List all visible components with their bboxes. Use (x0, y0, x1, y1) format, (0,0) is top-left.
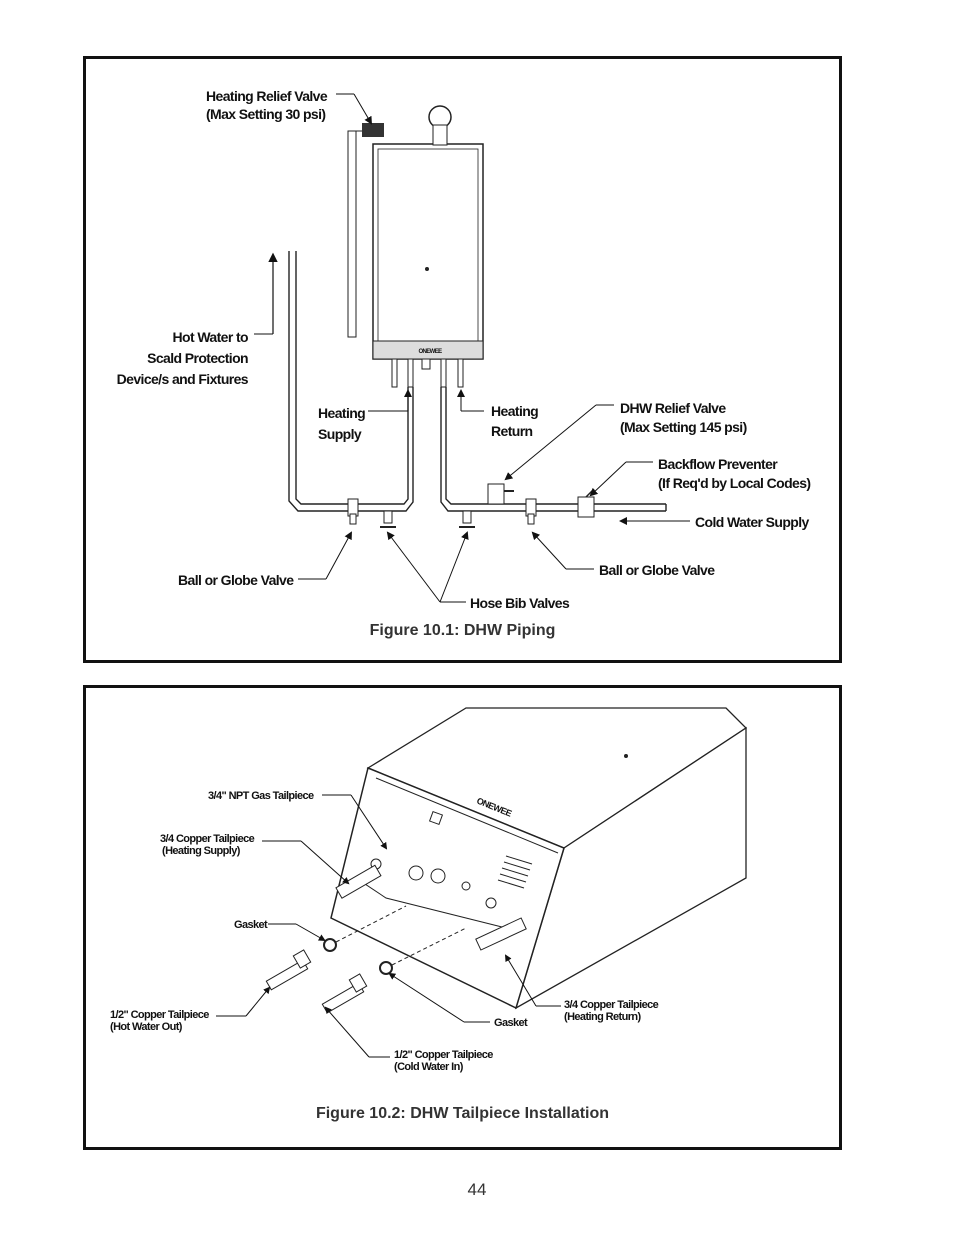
figure-1-caption: Figure 10.1: DHW Piping (369, 622, 556, 639)
label-hot-water-1: Hot Water to (173, 329, 249, 345)
half-copper-tailpiece-hot (265, 949, 312, 991)
label-half-cold-2: (Cold Water In) (394, 1061, 464, 1073)
label-heating-return-2: Return (491, 423, 533, 439)
label-heating-return-1: Heating (491, 403, 538, 419)
boiler-3d-view (330, 707, 748, 1010)
boiler-unit (347, 105, 484, 360)
label-hose-bib-valves: Hose Bib Valves (470, 595, 570, 611)
label-ball-globe-right: Ball or Globe Valve (599, 562, 715, 578)
figure-dhw-tailpiece: ONEWEE 3/4" NPT (83, 685, 842, 1150)
dhw-piping-diagram: ONEWEE (117, 88, 811, 611)
label-heating-supply-2: Supply (318, 426, 362, 442)
label-hot-water-2: Scald Protection (147, 350, 248, 366)
label-gas-tailpiece: 3/4" NPT Gas Tailpiece (208, 790, 314, 802)
label-gasket-left: Gasket (234, 919, 268, 931)
label-copper-supply-1: 3/4 Copper Tailpiece (160, 833, 255, 845)
label-copper-supply-2: (Heating Supply) (162, 845, 241, 857)
brand-mark: ONEWEE (418, 349, 442, 355)
label-half-hot-1: 1/2" Copper Tailpiece (110, 1009, 209, 1021)
half-copper-tailpiece-cold (321, 973, 368, 1014)
label-half-cold-1: 1/2" Copper Tailpiece (394, 1049, 493, 1061)
backflow-preventer (577, 488, 595, 518)
label-ball-globe-left: Ball or Globe Valve (178, 572, 294, 588)
label-gasket-right: Gasket (494, 1017, 528, 1029)
label-backflow-preventer: Backflow Preventer (658, 456, 778, 472)
label-copper-return-1: 3/4 Copper Tailpiece (564, 999, 659, 1011)
label-backflow-note: (If Req'd by Local Codes) (658, 475, 810, 491)
label-dhw-relief-setting: (Max Setting 145 psi) (620, 419, 747, 435)
label-heating-relief-setting: (Max Setting 30 psi) (206, 106, 325, 122)
label-copper-return-2: (Heating Return) (564, 1011, 642, 1023)
gasket-left (323, 938, 337, 952)
label-heating-supply-1: Heating (318, 405, 365, 421)
ball-valve-right (525, 498, 537, 525)
label-half-hot-2: (Hot Water Out) (110, 1021, 183, 1033)
figure-2-caption: Figure 10.2: DHW Tailpiece Installation (315, 1105, 610, 1122)
label-heating-relief-valve: Heating Relief Valve (206, 88, 328, 104)
ball-valve-left (347, 498, 359, 525)
hose-bib-left (380, 510, 396, 528)
hose-bib-right (459, 510, 475, 528)
tailpiece-diagram: ONEWEE 3/4" NPT (110, 707, 748, 1073)
label-hot-water-3: Device/s and Fixtures (117, 371, 249, 387)
page-number: 44 (467, 1180, 487, 1199)
label-cold-water-supply: Cold Water Supply (695, 514, 810, 530)
gasket-right (379, 961, 393, 975)
label-dhw-relief-valve: DHW Relief Valve (620, 400, 726, 416)
boiler-connections (391, 358, 464, 388)
figure-dhw-piping: ONEWEE (83, 56, 842, 663)
dhw-relief-valve (487, 483, 514, 505)
